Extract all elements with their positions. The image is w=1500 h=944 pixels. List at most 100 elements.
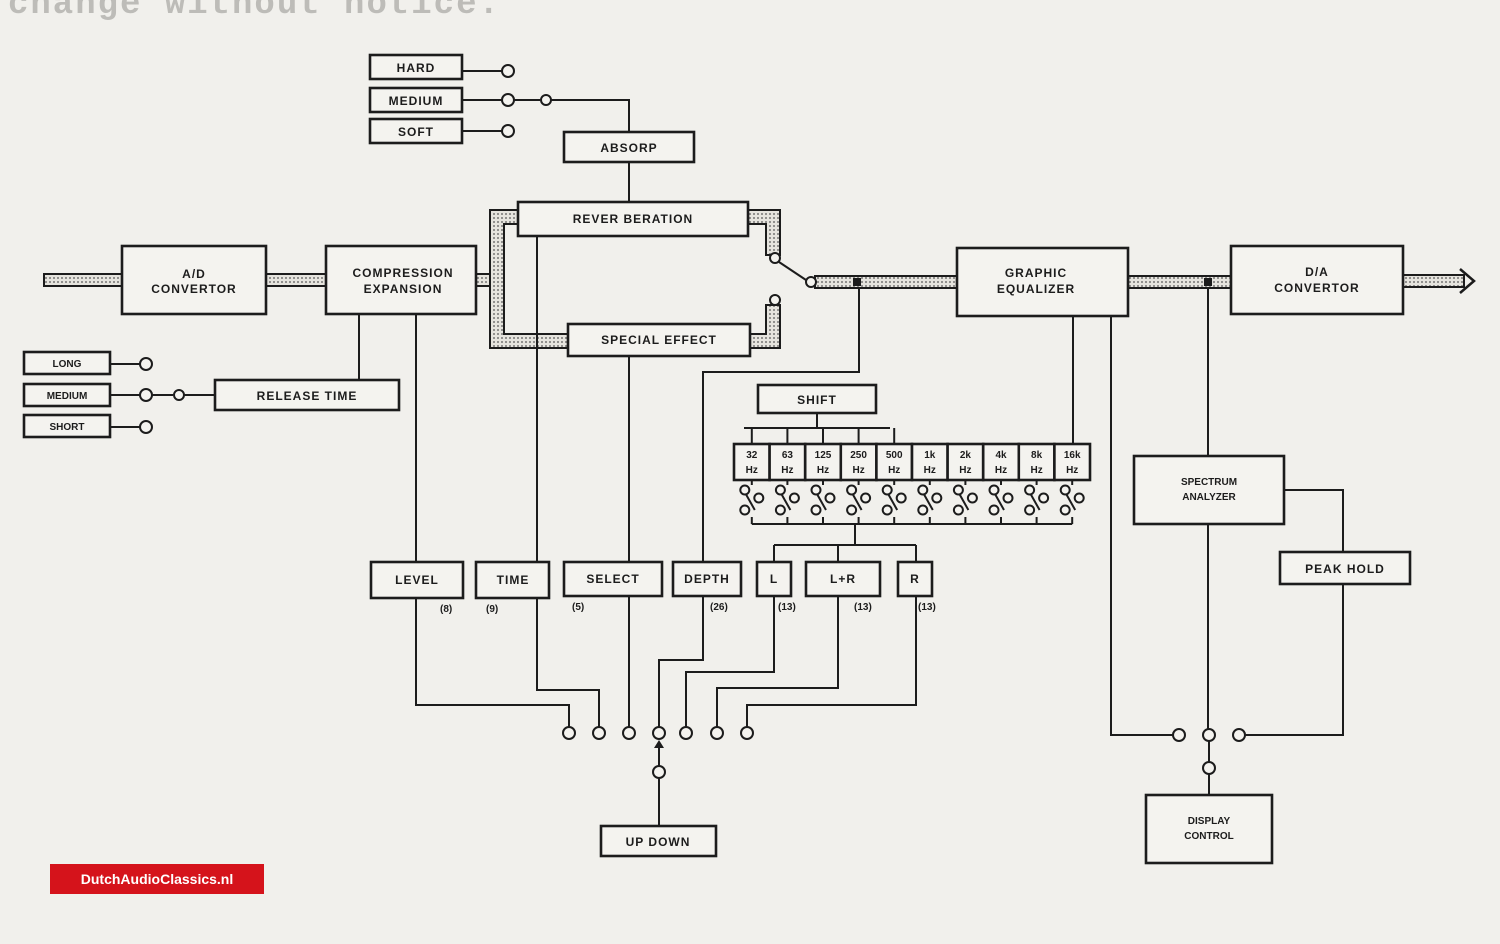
release-time-group: LONG MEDIUM SHORT RELEASE TIME [22, 314, 401, 439]
bus-effect-out [749, 304, 781, 349]
eq-band-freq: 2k [960, 450, 972, 461]
da-convertor-label-1: D/A [1305, 265, 1329, 279]
eq-band-switch [774, 480, 800, 524]
da-convertor-label-2: CONVERTOR [1274, 281, 1359, 295]
special-effect-label: SPECIAL EFFECT [601, 333, 717, 347]
select-count: (5) [572, 602, 584, 613]
output-arrow-icon [1459, 268, 1476, 294]
up-down-label: UP DOWN [626, 835, 691, 849]
display-control-label-1: DISPLAY [1188, 816, 1231, 827]
graphic-eq-label-1: GRAPHIC [1005, 266, 1067, 280]
eq-band-unit: Hz [959, 465, 971, 476]
eq-band-unit: Hz [746, 465, 758, 476]
junction-dot [1204, 278, 1212, 286]
depth-label: DEPTH [684, 572, 730, 586]
lr-label: L+R [830, 572, 856, 586]
eq-band-unit: Hz [1066, 465, 1078, 476]
bus-to-eq [814, 275, 958, 289]
r-count: (13) [918, 602, 936, 613]
eq-band-unit: Hz [781, 465, 793, 476]
eq-band-switch [1059, 480, 1085, 524]
eq-band-freq: 32 [746, 450, 758, 461]
eq-band-freq: 1k [924, 450, 936, 461]
option-hard [368, 53, 464, 81]
bus-ad-comp [264, 273, 328, 287]
eq-band-freq: 63 [782, 450, 794, 461]
time-block [474, 560, 551, 600]
input-bus [43, 273, 125, 287]
eq-band-freq: 16k [1064, 450, 1081, 461]
da-convertor-block: D/A CONVERTOR [1229, 244, 1405, 316]
bus-reverb-out [747, 209, 781, 256]
absorp-label: ABSORP [600, 141, 657, 155]
graphic-equalizer-block: GRAPHIC EQUALIZER [955, 246, 1130, 318]
eq-band-unit: Hz [924, 465, 936, 476]
eq-band-freq: 250 [850, 450, 867, 461]
level-label: LEVEL [395, 573, 439, 587]
lr-block [804, 560, 882, 598]
display-control-block [1144, 793, 1274, 865]
display-group: SPECTRUM ANALYZER PEAK HOLD DISPLAY CONT… [1110, 288, 1412, 865]
eq-band-group: SHIFT 32Hz63Hz125Hz250Hz500Hz1kHz2kHz4kH… [732, 316, 1092, 545]
select-label: SELECT [586, 572, 639, 586]
graphic-eq-label-2: EQUALIZER [997, 282, 1075, 296]
depth-count: (26) [710, 602, 728, 613]
level-block [369, 560, 465, 600]
option-soft-label: SOFT [398, 125, 434, 139]
spectrum-analyzer-label-2: ANALYZER [1182, 492, 1236, 503]
peak-hold-label: PEAK HOLD [1305, 562, 1385, 576]
compression-expansion-block: COMPRESSION EXPANSION [324, 244, 478, 316]
option-short-label: SHORT [50, 422, 85, 433]
time-count: (9) [486, 604, 498, 615]
eq-band-switch [988, 480, 1014, 524]
header-text: change without notice. [8, 0, 501, 24]
r-label: R [910, 572, 920, 586]
ad-convertor-block: A/D CONVERTOR [120, 244, 268, 316]
absorp-block: ABSORP [562, 130, 696, 164]
eq-band-switch [810, 480, 836, 524]
special-effect-block: SPECIAL EFFECT [566, 322, 752, 358]
eq-band-switch [739, 480, 765, 524]
option-soft [368, 117, 464, 145]
eq-band-switch [917, 480, 943, 524]
ad-convertor-label-1: A/D [182, 267, 206, 281]
spectrum-analyzer-block [1132, 454, 1286, 526]
display-control-label-2: CONTROL [1184, 831, 1233, 842]
eq-band-unit: Hz [995, 465, 1007, 476]
eq-band-unit: Hz [1030, 465, 1042, 476]
compression-label-2: EXPANSION [364, 282, 443, 296]
peak-hold-block [1278, 550, 1412, 586]
eq-band-switch [881, 480, 907, 524]
eq-band-switch [952, 480, 978, 524]
select-block [562, 560, 664, 598]
option-long-label: LONG [53, 359, 82, 370]
time-label: TIME [497, 573, 530, 587]
junction-dot [853, 278, 861, 286]
l-label: L [770, 572, 778, 586]
level-count: (8) [440, 604, 452, 615]
depth-block [671, 560, 743, 598]
release-time-block [213, 378, 401, 412]
eq-band-freq: 4k [995, 450, 1007, 461]
l-count: (13) [778, 602, 796, 613]
reverberation-block: REVER BERATION [516, 200, 750, 238]
effect-selector-switch [702, 252, 860, 562]
eq-band-switch [1024, 480, 1050, 524]
shift-block [756, 383, 878, 415]
eq-band-freq: 500 [886, 450, 903, 461]
bus-eq-da [1127, 275, 1233, 289]
release-time-label: RELEASE TIME [257, 389, 358, 403]
option-hard-label: HARD [397, 61, 436, 75]
eq-band-switch [846, 480, 872, 524]
lr-count: (13) [854, 602, 872, 613]
watermark-badge: DutchAudioClassics.nl [50, 864, 264, 894]
option-release-medium-label: MEDIUM [47, 391, 88, 402]
